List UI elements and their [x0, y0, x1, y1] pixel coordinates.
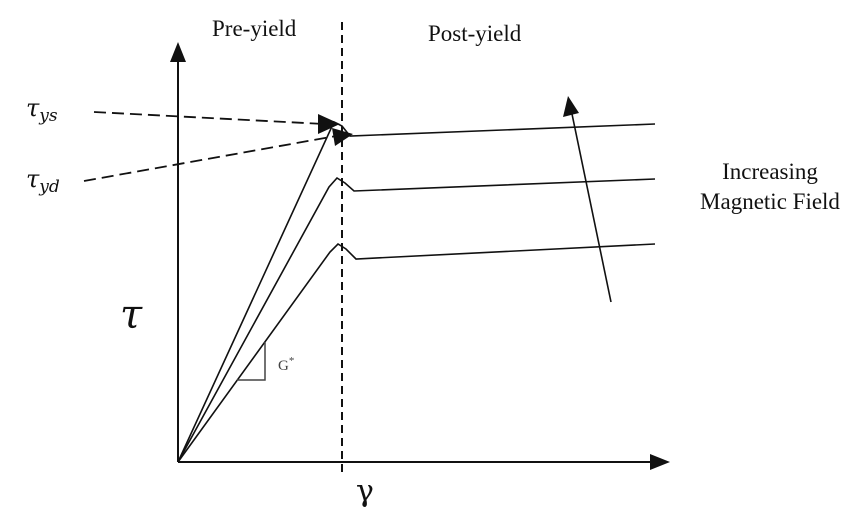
y-axis-label: τ — [120, 292, 143, 338]
y-axis-arrowhead — [170, 42, 186, 62]
increasing-field-line2: Magnetic Field — [700, 189, 840, 214]
modulus-label: G* — [278, 355, 294, 375]
static-yield-arrow — [93, 111, 325, 125]
static-yield-sub: ys — [39, 106, 58, 126]
dynamic-yield-base: τ — [26, 165, 40, 193]
increasing-field-arrow — [571, 113, 612, 303]
dynamic-yield-stress-label: τyd — [26, 165, 60, 197]
static-yield-base: τ — [26, 94, 40, 122]
stress-curve-3 — [177, 242, 656, 463]
pre-yield-label: Pre-yield — [212, 16, 297, 41]
dynamic-yield-sub: yd — [39, 177, 60, 197]
x-axis-label: γ — [356, 474, 374, 509]
increasing-field-arrowhead — [563, 96, 579, 117]
dynamic-yield-arrow — [83, 135, 337, 182]
static-yield-stress-label: τys — [26, 94, 58, 126]
increasing-field-label: Increasing Magnetic Field — [690, 157, 850, 217]
stress-curve-1 — [177, 120, 656, 463]
dynamic-yield-arrowhead — [332, 128, 353, 146]
static-yield-arrowhead — [318, 114, 340, 134]
modulus-base: G — [278, 358, 289, 374]
modulus-slope-box — [237, 342, 266, 381]
x-axis-arrowhead — [650, 454, 670, 470]
modulus-sup: * — [288, 355, 295, 367]
stress-curve-2 — [177, 176, 656, 463]
post-yield-label: Post-yield — [428, 21, 522, 46]
increasing-field-line1: Increasing — [722, 159, 818, 184]
